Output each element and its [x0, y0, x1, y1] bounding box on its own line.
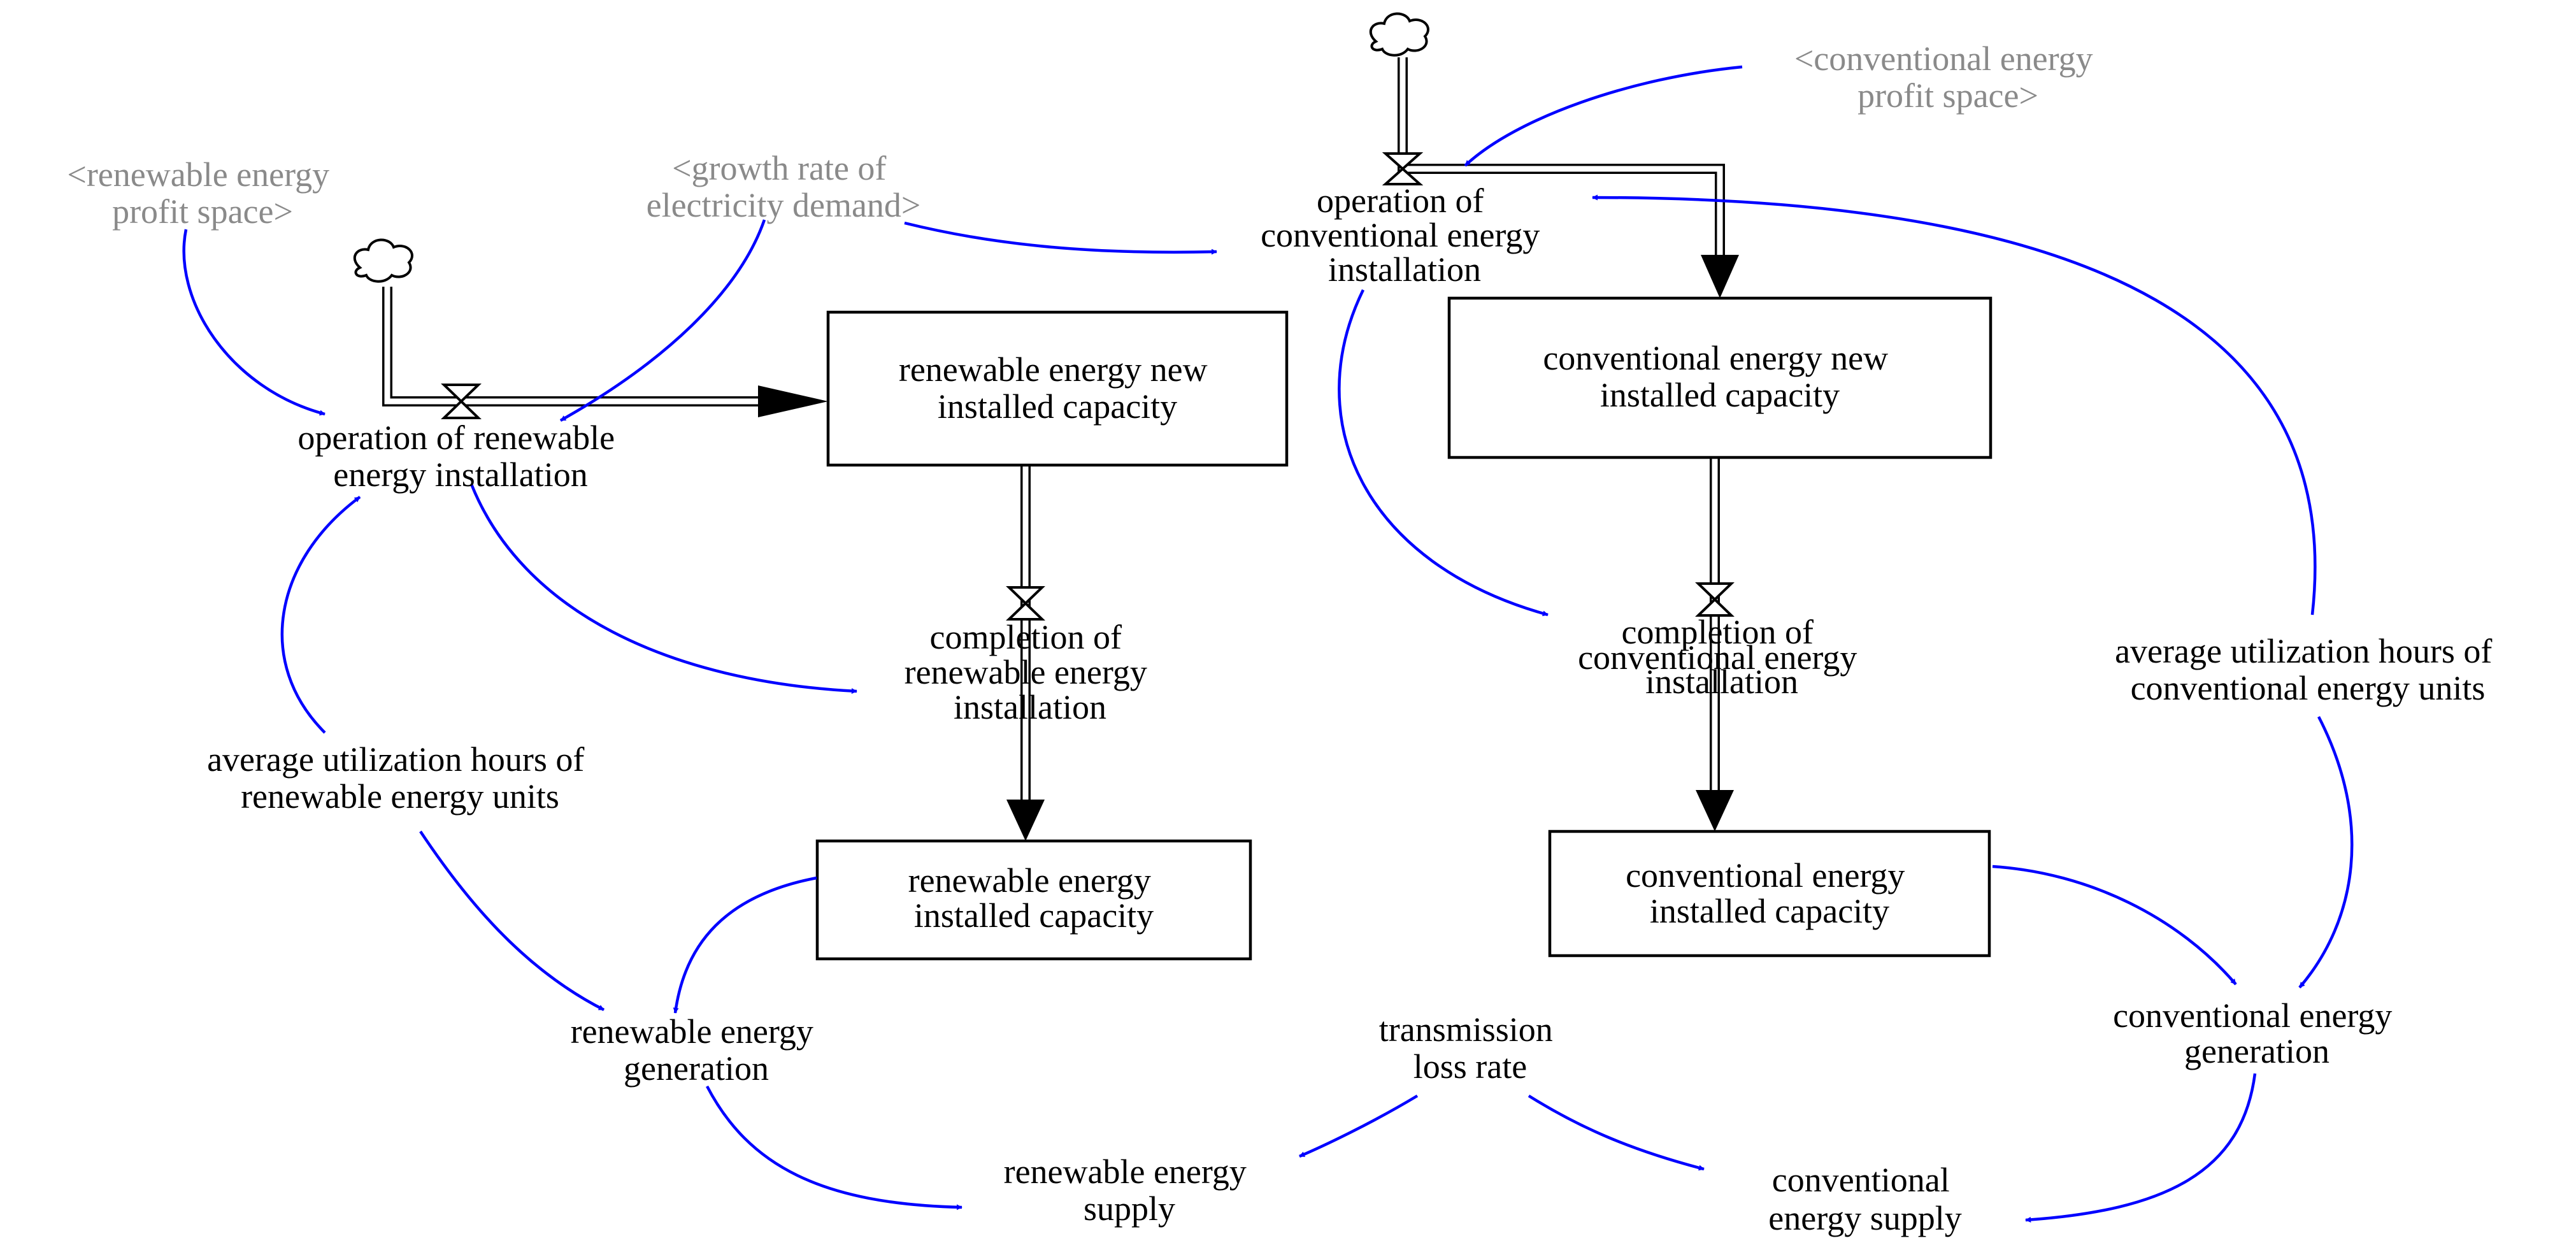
label-line: renewable energy — [1004, 1153, 1247, 1191]
link-loss-to-ren-supply — [1299, 1095, 1419, 1158]
label-line: profit space> — [112, 192, 293, 231]
label-line: transmission — [1379, 1010, 1553, 1049]
svg-text:renewable energy new ins: renewable energy new installed capacity — [899, 350, 1216, 426]
label-line: generation — [624, 1049, 769, 1088]
shadow-growth-rate-demand: <growth rate of electricity demand> — [647, 149, 921, 224]
link-op-conv-to-completion — [1338, 289, 1549, 617]
label-line: conventional — [1772, 1161, 1950, 1199]
stock-label-line: installed capacity — [938, 387, 1177, 426]
label-line: renewable energy — [571, 1012, 813, 1051]
stock-label-line: conventional energy new — [1543, 339, 1888, 377]
label-line: generation — [2184, 1032, 2329, 1070]
link-avg-hours-conv-to-gen — [2298, 715, 2354, 989]
label-line: electricity demand> — [647, 186, 921, 224]
valve-renewable-inflow — [441, 384, 482, 419]
aux-conventional-generation: conventional energy generation — [2113, 996, 2401, 1070]
stock-label-line: installed capacity — [914, 896, 1154, 935]
link-avg-hours-ren-to-gen — [419, 830, 605, 1012]
valve-conventional-completion — [1695, 582, 1735, 617]
source-cloud-renewable — [353, 238, 413, 283]
label-line: installation — [954, 688, 1106, 726]
label-line: operation of renewable — [297, 419, 615, 457]
flow-label-op-renewable: operation of renewable energy installati… — [297, 419, 623, 494]
valve-conventional-inflow — [1382, 152, 1424, 185]
svg-text:conventional energy inst: conventional energy installed capacity — [1626, 856, 1914, 930]
label-line: energy installation — [333, 456, 587, 494]
label-line: renewable energy — [905, 653, 1147, 691]
link-avg-hours-conv-to-op — [1592, 194, 2317, 615]
stock-conventional-new-capacity: conventional energy new installed capaci… — [1447, 296, 1993, 459]
pipe-arrowhead-conventional-new — [1701, 255, 1739, 298]
aux-renewable-generation: renewable energy generation — [571, 1012, 822, 1088]
link-conv-installed-to-gen — [1992, 865, 2237, 986]
aux-transmission-loss-rate: transmission loss rate — [1379, 1010, 1562, 1086]
link-avg-hours-ren-to-op — [280, 496, 361, 734]
aux-conventional-supply: conventional energy supply — [1768, 1161, 1961, 1237]
flow-label-op-conventional: operation of conventional energy install… — [1261, 182, 1549, 289]
label-line: installation — [1328, 250, 1481, 289]
link-conv-gen-to-supply — [2025, 1073, 2257, 1223]
label-line: operation of — [1317, 182, 1484, 220]
stock-label-line: renewable energy — [908, 861, 1151, 900]
pipe-arrowhead-conventional-installed — [1696, 790, 1734, 831]
flow-pipes — [382, 57, 1739, 841]
causal-links — [182, 65, 2354, 1223]
stock-label-line: installed capacity — [1600, 376, 1840, 414]
label-line: profit space> — [1857, 76, 2038, 115]
source-cloud-conventional — [1369, 12, 1429, 57]
link-ren-installed-to-gen — [673, 876, 817, 1014]
label-line: <renewable energy — [67, 155, 329, 194]
link-op-ren-to-completion — [469, 484, 857, 694]
valve-renewable-completion — [1006, 586, 1045, 621]
label-line: energy supply — [1768, 1199, 1961, 1237]
stock-label-line: conventional energy — [1626, 856, 1905, 894]
label-line: conventional energy — [2113, 996, 2392, 1035]
shadow-renewable-profit-space: <renewable energy profit space> — [67, 155, 338, 231]
link-conv-profit-to-op — [1464, 65, 1743, 167]
label-line: average utilization hours of — [2115, 632, 2492, 670]
label-line: <conventional energy — [1794, 40, 2093, 78]
stock-label-line: renewable energy new — [899, 350, 1208, 389]
aux-avg-hours-renewable: average utilization hours of renewable e… — [207, 740, 593, 815]
shadow-conventional-profit-space: <conventional energy profit space> — [1794, 40, 2101, 115]
label-line: completion of — [1622, 613, 1814, 651]
pipe-arrowhead-renewable-new — [758, 385, 828, 417]
flow-label-completion-renewable: completion of renewable energy installat… — [905, 618, 1156, 726]
label-line: completion of — [930, 618, 1122, 656]
label-line: renewable energy units — [241, 777, 559, 815]
stock-conventional-installed-capacity: conventional energy installed capacity — [1548, 830, 1991, 958]
label-line: loss rate — [1413, 1047, 1527, 1086]
stock-renewable-new-capacity: renewable energy new installed capacity — [826, 310, 1289, 467]
label-line: conventional energy — [1578, 638, 1857, 677]
label-line: conventional energy — [1261, 216, 1540, 254]
stock-renewable-installed-capacity: renewable energy installed capacity — [815, 839, 1252, 961]
link-renewable-profit-to-op — [182, 229, 326, 416]
pipe-arrowhead-renewable-installed — [1006, 800, 1045, 841]
label-line: average utilization hours of — [207, 740, 584, 779]
link-growth-to-op-conventional — [904, 221, 1217, 255]
link-loss-to-conv-supply — [1528, 1095, 1705, 1171]
stock-label-line: installed capacity — [1650, 892, 1889, 930]
aux-avg-hours-conventional: average utilization hours of conventiona… — [2115, 632, 2501, 707]
link-ren-gen-to-supply — [706, 1085, 962, 1210]
label-line: conventional energy units — [2131, 669, 2486, 707]
label-line: <growth rate of — [672, 149, 886, 187]
svg-text:renewable energy install: renewable energy installed capacity — [908, 861, 1160, 935]
label-line: supply — [1084, 1189, 1175, 1228]
flow-label-completion-conventional: completion of conventional energy instal… — [1578, 613, 1866, 701]
aux-renewable-supply: renewable energy supply — [1004, 1153, 1256, 1228]
label-line: installation — [1645, 663, 1798, 701]
link-growth-to-op-renewable — [559, 219, 766, 422]
svg-text:conventional energy new: conventional energy new installed capaci… — [1543, 339, 1896, 414]
